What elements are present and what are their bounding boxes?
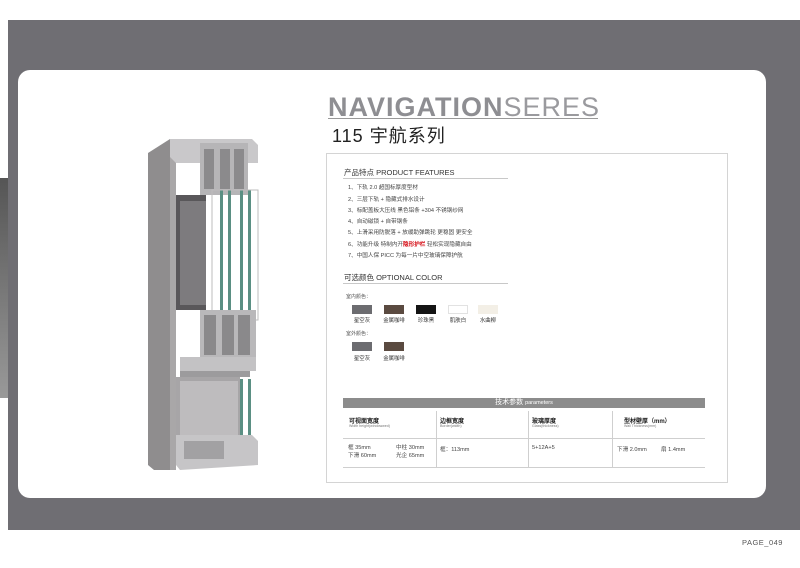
features-rule [343,178,508,179]
swatch-ash-inner[interactable] [478,305,498,314]
swatch-xingkong-outer[interactable] [352,342,372,351]
swatch-coffee-inner[interactable] [384,305,404,314]
param-cell: 中柱 30mm [396,445,425,451]
series-title-cn: 115 宇航系列 [332,126,446,146]
swatch-label: 星空灰 [353,356,371,362]
swatch-label: 金属咖啡 [383,356,405,362]
page-number: PAGE_049 [742,538,783,547]
column-divider [528,411,529,468]
colors-rule [343,283,508,284]
param-col-head: 型材壁厚（mm） [624,419,671,425]
feature-item: 3、标配盖板大压线 黑色铝条 +304 不锈钢纱网 [348,208,464,214]
swatch-white-inner[interactable] [448,305,468,314]
feature-item-6-tail: 轻松实现隐藏自由 [426,242,472,248]
param-col-sub: Wall Thickness(mm) [624,424,657,428]
swatch-label: 金属咖啡 [383,318,405,324]
series-title-light: SERES [503,92,601,122]
parameters-title-en: parameters [525,400,553,406]
param-cell: 框 35mm [348,445,371,451]
param-col-sub: Width height(windowwed) [349,424,390,428]
param-cell: 下滑 2.0mm [617,447,647,453]
frame-side-shadow [0,178,8,398]
param-cell: 扇 1.4mm [661,447,686,453]
param-col-sub: Border(width) [440,424,462,428]
swatch-coffee-outer[interactable] [384,342,404,351]
feature-item: 1、下轨 2.0 超国标厚度型材 [348,185,418,191]
series-title-bold: NAVIGATION [328,92,504,122]
swatch-black-inner[interactable] [416,305,436,314]
swatch-xingkong-inner[interactable] [352,305,372,314]
inner-color-label: 室内颜色： [346,294,372,300]
feature-item-6-text: 6、功能升级 特制内开 [348,242,404,248]
colors-heading: 可选颜色 OPTIONAL COLOR [344,273,443,282]
column-divider [612,411,613,468]
param-col-head: 玻璃厚度 [532,419,557,425]
swatch-label: 肌肤白 [449,318,467,324]
param-col-head: 边框宽度 [440,419,465,425]
column-divider [436,411,437,468]
feature-item: 4、自动磁锁 + 自带钢条 [348,219,408,225]
param-cell: 框：113mm [440,447,470,453]
swatch-label: 水曲柳 [479,318,497,324]
spec-panel [326,153,728,483]
param-col-head: 可视面宽度 [349,419,380,425]
outer-color-label: 室外颜色： [346,331,372,337]
param-cell: 下滑 60mm [348,453,377,459]
feature-item: 5、上滑采用防脱落 + 放缓助弹跳轮 更稳固 更安全 [348,230,473,236]
parameters-bar: 技术参数 parameters [343,398,705,408]
feature-highlight: 隐形护栏 [403,242,426,248]
feature-item-6: 6、功能升级 特制内开隐形护栏 轻松实现隐藏自由 [348,240,472,248]
swatch-label: 星空灰 [353,318,371,324]
param-col-sub: Glass(thickness) [532,424,559,428]
window-profile-illustration [148,139,259,470]
parameters-title-cn: 技术参数 [495,399,524,406]
swatch-label: 珍珠黑 [417,318,435,324]
series-title: NAVIGATIONSERES [328,92,600,123]
feature-item: 2、三层下轨 + 隐藏式排水设计 [348,197,425,203]
param-cell: 5+12A+5 [532,445,555,451]
title-divider [328,118,598,119]
feature-item: 7、中国人保 PICC 为每一片中空玻璃保障护航 [348,253,463,259]
table-header-rule [343,438,705,439]
features-heading: 产品特点 PRODUCT FEATURES [344,168,455,177]
param-cell: 光企 65mm [396,453,425,459]
table-bottom-rule [343,467,705,468]
